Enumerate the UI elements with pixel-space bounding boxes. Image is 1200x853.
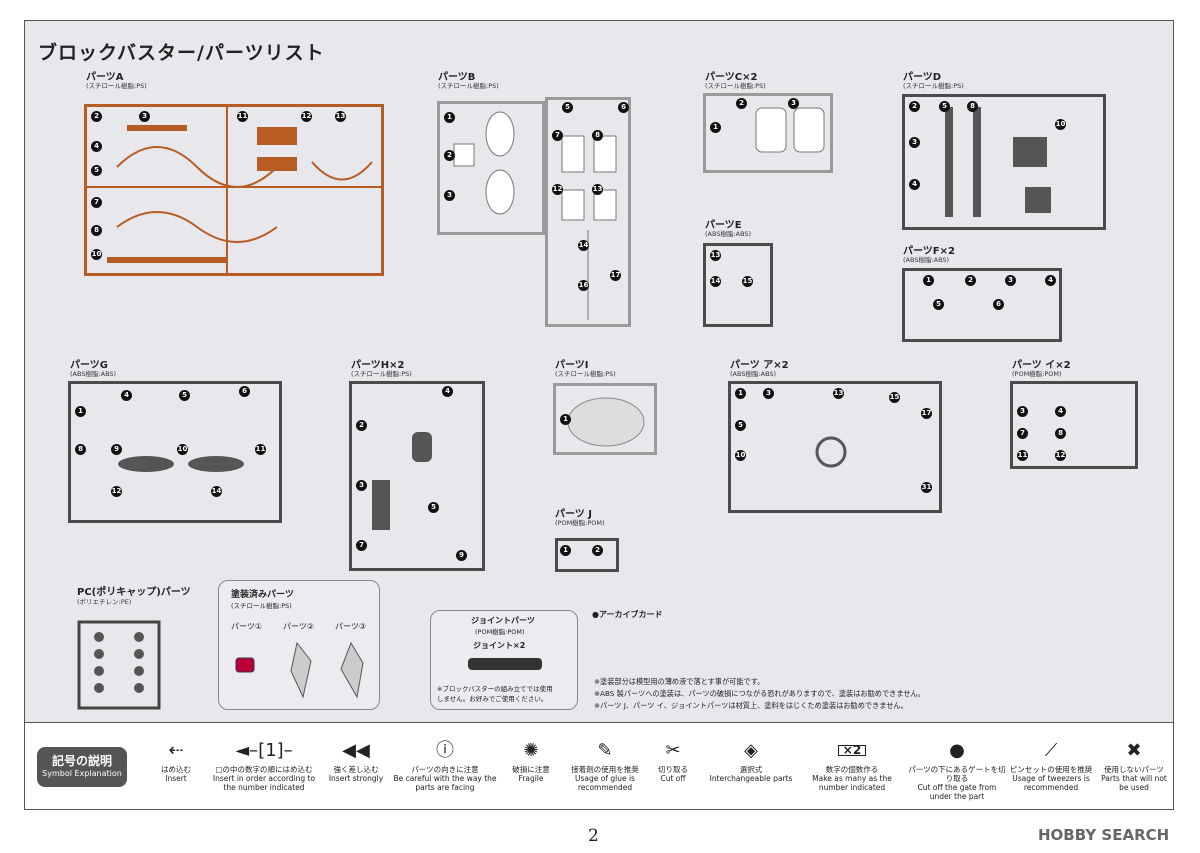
joint-material: (POM樹脂:POM) xyxy=(475,628,525,636)
part-f-material: (ABS樹脂:ABS) xyxy=(903,256,950,264)
page-title: ブロックバスター/パーツリスト xyxy=(38,42,325,64)
joint-count: ジョイント×2 xyxy=(473,641,526,650)
note-2: ※ABS 製パーツへの塗装は、パーツの破損につながる恐れがありますので、塗装はお… xyxy=(594,689,925,698)
runner-i: 1 xyxy=(553,383,657,455)
interchangeable-icon: ◈ xyxy=(744,739,758,761)
runner-a: 2 3 11 12 13 4 5 7 8 10 xyxy=(84,104,384,276)
painted-item-1: パーツ① xyxy=(231,622,263,631)
brand-watermark: HOBBY SEARCH xyxy=(1038,826,1170,844)
insert-strongly-icon: ◀◀ xyxy=(342,739,370,761)
part-c-material: (スチロール樹脂:PS) xyxy=(705,82,766,90)
part-pc-material: (ポリエチレン:PE) xyxy=(77,598,132,606)
page-number: 2 xyxy=(588,826,599,846)
part-c-label: パーツC×2 xyxy=(705,72,758,83)
part-i-label: パーツI xyxy=(555,360,589,371)
joint-parts-box: ジョイントパーツ (POM樹脂:POM) ジョイント×2 ※ブロックバスターの組… xyxy=(430,610,578,710)
part-e-label: パーツE xyxy=(705,220,742,231)
note-3: ※パーツ J、パーツ イ、ジョイントパーツは材質上、塗料をはじくため塗装はお勧め… xyxy=(594,701,908,710)
part-h-label: パーツH×2 xyxy=(351,360,405,371)
painted-item-2: パーツ② xyxy=(283,622,315,631)
insert-arrow-icon: ⇠ xyxy=(168,739,184,761)
part-j-label: パーツ J xyxy=(555,509,593,520)
part-i-material: (スチロール樹脂:PS) xyxy=(555,370,616,378)
painted-part-3-image xyxy=(340,641,364,699)
joint-part-image xyxy=(468,658,542,670)
part-j-material: (POM樹脂:POM) xyxy=(555,519,605,527)
painted-title: 塗装済みパーツ xyxy=(231,590,294,600)
part-i2-label: パーツ イ×2 xyxy=(1012,360,1071,371)
runner-pc xyxy=(77,620,161,710)
part-g-label: パーツG xyxy=(70,360,109,371)
painted-parts-box: 塗装済みパーツ (スチロール樹脂:PS) パーツ① パーツ② パーツ③ xyxy=(218,580,380,710)
part-a-label: パーツA xyxy=(86,72,124,83)
part-d-label: パーツD xyxy=(903,72,942,83)
part-a2-material: (ABS樹脂:ABS) xyxy=(730,370,777,378)
insert-order-icon: ◄–[1]– xyxy=(235,739,293,761)
part-h-material: (スチロール樹脂:PS) xyxy=(351,370,412,378)
part-d-material: (スチロール樹脂:PS) xyxy=(903,82,964,90)
not-used-icon: ✖ xyxy=(1126,739,1142,761)
painted-part-2-image xyxy=(290,641,312,699)
part-a-material: (スチロール樹脂:PS) xyxy=(86,82,147,90)
part-e-material: (ABS樹脂:ABS) xyxy=(705,230,752,238)
painted-item-3: パーツ③ xyxy=(335,622,367,631)
joint-title: ジョイントパーツ xyxy=(471,616,535,625)
glue-icon: ✎ xyxy=(597,739,613,761)
multiply-icon: ×2 xyxy=(801,735,903,765)
painted-part-1-image xyxy=(235,657,255,673)
part-f-label: パーツF×2 xyxy=(903,246,955,257)
joint-note-2: しません。お好みでご使用ください。 xyxy=(437,695,548,703)
archive-card: ●アーカイブカード xyxy=(592,610,663,619)
fragile-icon: ✺ xyxy=(523,739,539,761)
symbol-badge: 記号の説明 Symbol Explanation xyxy=(37,747,127,787)
part-a2-label: パーツ ア×2 xyxy=(730,360,789,371)
badge-en: Symbol Explanation xyxy=(42,769,122,778)
part-i2-material: (POM樹脂:POM) xyxy=(1012,370,1062,378)
gate-cut-icon: ● xyxy=(949,739,965,761)
cut-off-icon: ✂ xyxy=(665,739,681,761)
painted-material: (スチロール樹脂:PS) xyxy=(231,602,292,610)
badge-jp: 記号の説明 xyxy=(51,754,112,768)
part-pc-label: PC(ポリキャップ)パーツ xyxy=(77,587,191,598)
joint-note-1: ※ブロックバスターの組み立てでは使用 xyxy=(437,685,553,693)
note-1: ※塗装部分は模型用の薄め液で落とす事が可能です。 xyxy=(594,677,765,686)
part-g-material: (ABS樹脂:ABS) xyxy=(70,370,117,378)
part-b-material: (スチロール樹脂:PS) xyxy=(438,82,499,90)
tweezers-icon: ⟋ xyxy=(1044,739,1058,761)
part-b-label: パーツB xyxy=(438,72,476,83)
caution-icon: ⓘ xyxy=(436,739,454,761)
